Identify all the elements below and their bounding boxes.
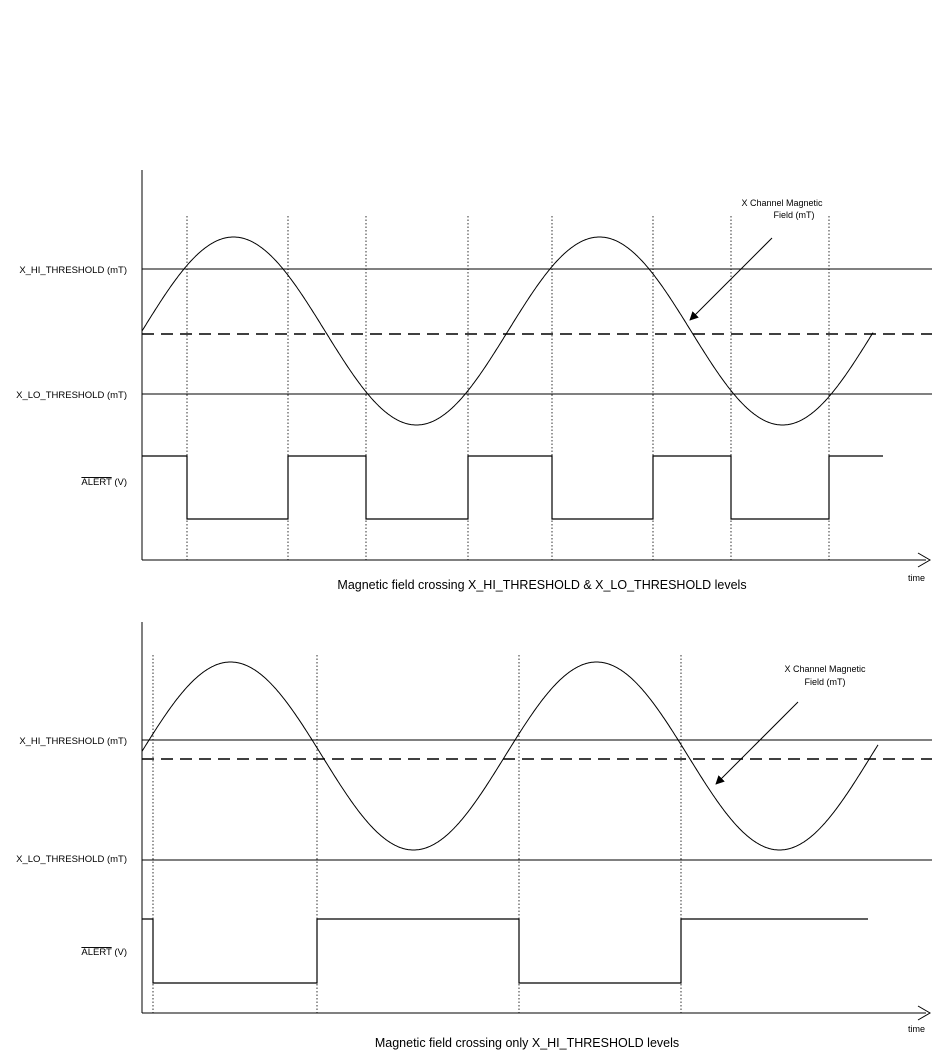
hi-threshold-label: X_HI_THRESHOLD (mT) xyxy=(19,736,127,747)
alert-label-text: ALERT xyxy=(81,947,112,958)
annotation-line-1: X Channel Magnetic xyxy=(784,664,866,674)
annotation-arrow xyxy=(689,237,773,321)
annotation-line-2: Field (mT) xyxy=(774,210,815,220)
alert-label-text: ALERT xyxy=(81,477,112,488)
lo-threshold-label: X_LO_THRESHOLD (mT) xyxy=(16,854,127,865)
alert-unit-text: (V) xyxy=(112,947,127,958)
hi-threshold-label: X_HI_THRESHOLD (mT) xyxy=(19,265,127,276)
panel-2: X_HI_THRESHOLD (mT) X_LO_THRESHOLD (mT) … xyxy=(16,622,932,1050)
alert-waveform xyxy=(142,455,883,520)
crossing-markers xyxy=(186,216,830,560)
panel-caption: Magnetic field crossing only X_HI_THRESH… xyxy=(375,1036,679,1050)
alert-waveform xyxy=(142,918,868,984)
magnetic-field-waveform xyxy=(141,661,879,851)
crossing-markers xyxy=(152,655,682,1013)
panel-caption: Magnetic field crossing X_HI_THRESHOLD &… xyxy=(337,578,746,592)
annotation-arrow xyxy=(715,701,799,785)
time-label: time xyxy=(908,573,925,583)
time-axis-arrowhead xyxy=(917,1005,931,1021)
lo-threshold-label: X_LO_THRESHOLD (mT) xyxy=(16,390,127,401)
alert-label: ALERT (V) xyxy=(81,477,127,488)
alert-label: ALERT (V) xyxy=(81,947,127,958)
time-label: time xyxy=(908,1024,925,1034)
alert-unit-text: (V) xyxy=(112,477,127,488)
panel-1: X_HI_THRESHOLD (mT) X_LO_THRESHOLD (mT) … xyxy=(16,170,932,592)
time-axis-arrowhead xyxy=(917,552,931,568)
magnetic-field-waveform xyxy=(141,236,874,426)
annotation-line-2: Field (mT) xyxy=(805,677,846,687)
annotation-line-1: X Channel Magnetic xyxy=(741,198,823,208)
